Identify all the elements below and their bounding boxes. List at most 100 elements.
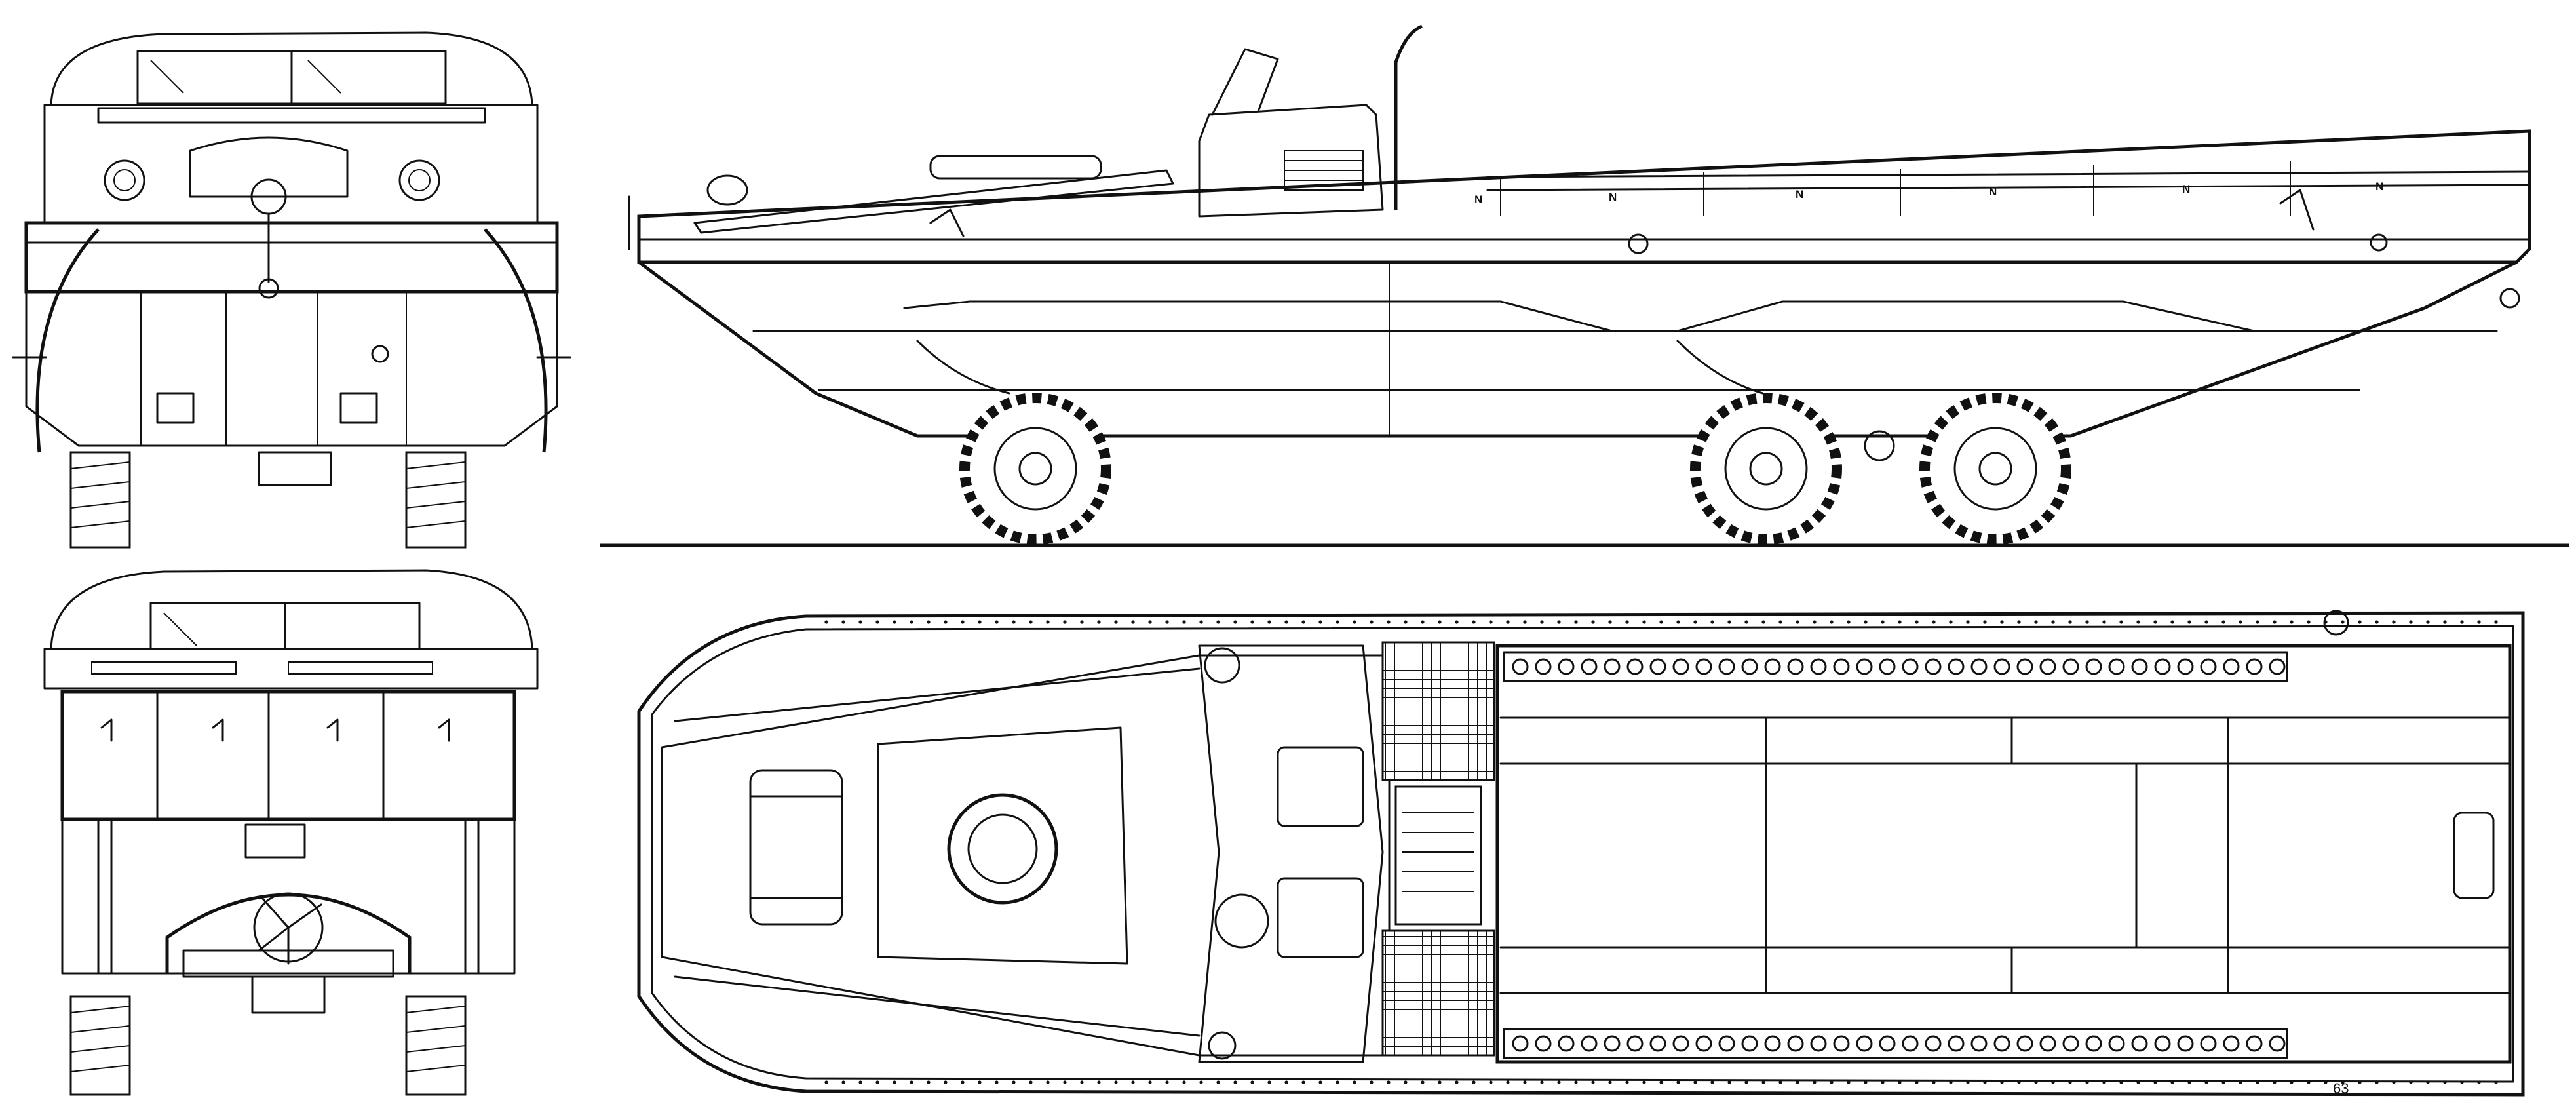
bench-ring xyxy=(2039,658,2056,675)
top-bench-port xyxy=(1503,651,2288,682)
top-hull-outline xyxy=(637,611,2525,1097)
hull-mark-4: N xyxy=(1989,186,1997,198)
rear-cab-roof xyxy=(50,569,533,650)
bench-ring xyxy=(1535,1035,1552,1052)
top-seat-left xyxy=(1277,746,1364,827)
front-hull-bow xyxy=(25,290,558,447)
top-cargo-deck xyxy=(1495,644,2512,1064)
side-wheel-rear xyxy=(1919,393,2071,545)
rear-towing-hitch xyxy=(244,823,306,859)
bench-ring xyxy=(1604,658,1621,675)
top-bow-deck xyxy=(661,654,1391,1057)
top-seat-right xyxy=(1277,877,1364,958)
top-stern-hatch xyxy=(2453,812,2495,899)
plate-number: 63 xyxy=(2333,1080,2349,1097)
bench-ring xyxy=(1856,1035,1873,1052)
hull-mark-3: N xyxy=(1796,188,1803,201)
bench-ring xyxy=(1581,658,1598,675)
bench-ring xyxy=(1649,658,1666,675)
bench-ring xyxy=(2154,1035,2171,1052)
hull-mark-1: N xyxy=(1474,193,1482,206)
bench-ring xyxy=(1787,658,1804,675)
side-wheel-front xyxy=(959,393,1111,545)
bench-ring xyxy=(2269,1035,2286,1052)
front-cab-roof xyxy=(50,31,533,106)
hull-mark-6: N xyxy=(2375,180,2383,193)
bench-ring xyxy=(1558,658,1575,675)
front-headlamp-right xyxy=(398,159,440,201)
front-winch xyxy=(189,136,349,198)
bench-ring xyxy=(2085,658,2102,675)
bench-ring xyxy=(1718,658,1735,675)
top-engine xyxy=(1394,785,1482,926)
front-wheel-left xyxy=(69,451,131,549)
top-life-ring xyxy=(947,793,1058,905)
rear-propeller-tunnel xyxy=(165,893,412,973)
bench-ring xyxy=(1993,1035,2010,1052)
top-engine-grille-front xyxy=(1381,641,1495,781)
rear-view xyxy=(43,569,539,1096)
bench-ring xyxy=(2246,658,2263,675)
bench-ring xyxy=(2085,1035,2102,1052)
bench-ring xyxy=(1764,658,1781,675)
bench-ring xyxy=(1626,658,1644,675)
bench-ring xyxy=(2131,658,2148,675)
top-steering-wheel xyxy=(1214,893,1269,949)
rear-wheel-left xyxy=(69,995,131,1096)
bench-ring xyxy=(2269,658,2286,675)
bench-ring xyxy=(2016,658,2033,675)
bench-ring xyxy=(1718,1035,1735,1052)
bench-ring xyxy=(1902,1035,1919,1052)
top-bow-hatch xyxy=(877,726,1128,965)
bench-ring xyxy=(1948,658,1965,675)
bench-ring xyxy=(2131,1035,2148,1052)
side-upper-hull xyxy=(637,129,2531,264)
bench-ring xyxy=(2200,1035,2217,1052)
top-engine-grille-rear xyxy=(1381,929,1495,1057)
bench-ring xyxy=(1833,658,1850,675)
bench-ring xyxy=(1512,658,1529,675)
front-view xyxy=(12,31,571,549)
bench-ring xyxy=(2062,1035,2079,1052)
rear-hull-stern xyxy=(61,818,516,975)
bench-ring xyxy=(2177,658,2194,675)
bench-ring xyxy=(2108,1035,2125,1052)
bench-ring xyxy=(1879,1035,1896,1052)
bench-ring xyxy=(1695,1035,1712,1052)
bench-ring xyxy=(1581,1035,1598,1052)
bench-ring xyxy=(1787,1035,1804,1052)
bench-ring xyxy=(1970,1035,1988,1052)
bench-ring xyxy=(1810,1035,1827,1052)
top-view: 63 xyxy=(637,610,2525,1097)
bench-ring xyxy=(1741,658,1758,675)
top-bench-starboard xyxy=(1503,1028,2288,1059)
bench-ring xyxy=(1764,1035,1781,1052)
side-view: N N N N N N xyxy=(600,24,2569,547)
side-cab xyxy=(1198,104,1384,218)
bench-ring xyxy=(2154,658,2171,675)
bench-ring xyxy=(1902,658,1919,675)
bench-ring xyxy=(1856,658,1873,675)
front-headlamp-left xyxy=(104,159,145,201)
front-wheel-right xyxy=(405,451,467,549)
bench-ring xyxy=(1512,1035,1529,1052)
bench-ring xyxy=(2062,658,2079,675)
bench-ring xyxy=(2246,1035,2263,1052)
bench-ring xyxy=(1948,1035,1965,1052)
bench-ring xyxy=(2177,1035,2194,1052)
bench-ring xyxy=(2016,1035,2033,1052)
rear-tailgate xyxy=(60,690,516,821)
bench-ring xyxy=(2200,658,2217,675)
bench-ring xyxy=(1695,658,1712,675)
bench-ring xyxy=(1558,1035,1575,1052)
side-lower-hull xyxy=(638,260,2518,438)
top-storage-box xyxy=(749,769,843,926)
bench-ring xyxy=(2039,1035,2056,1052)
bench-ring xyxy=(1879,658,1896,675)
bench-ring xyxy=(1741,1035,1758,1052)
hull-mark-2: N xyxy=(1609,191,1617,203)
bench-ring xyxy=(1672,658,1689,675)
bench-ring xyxy=(1626,1035,1644,1052)
bench-ring xyxy=(1649,1035,1666,1052)
